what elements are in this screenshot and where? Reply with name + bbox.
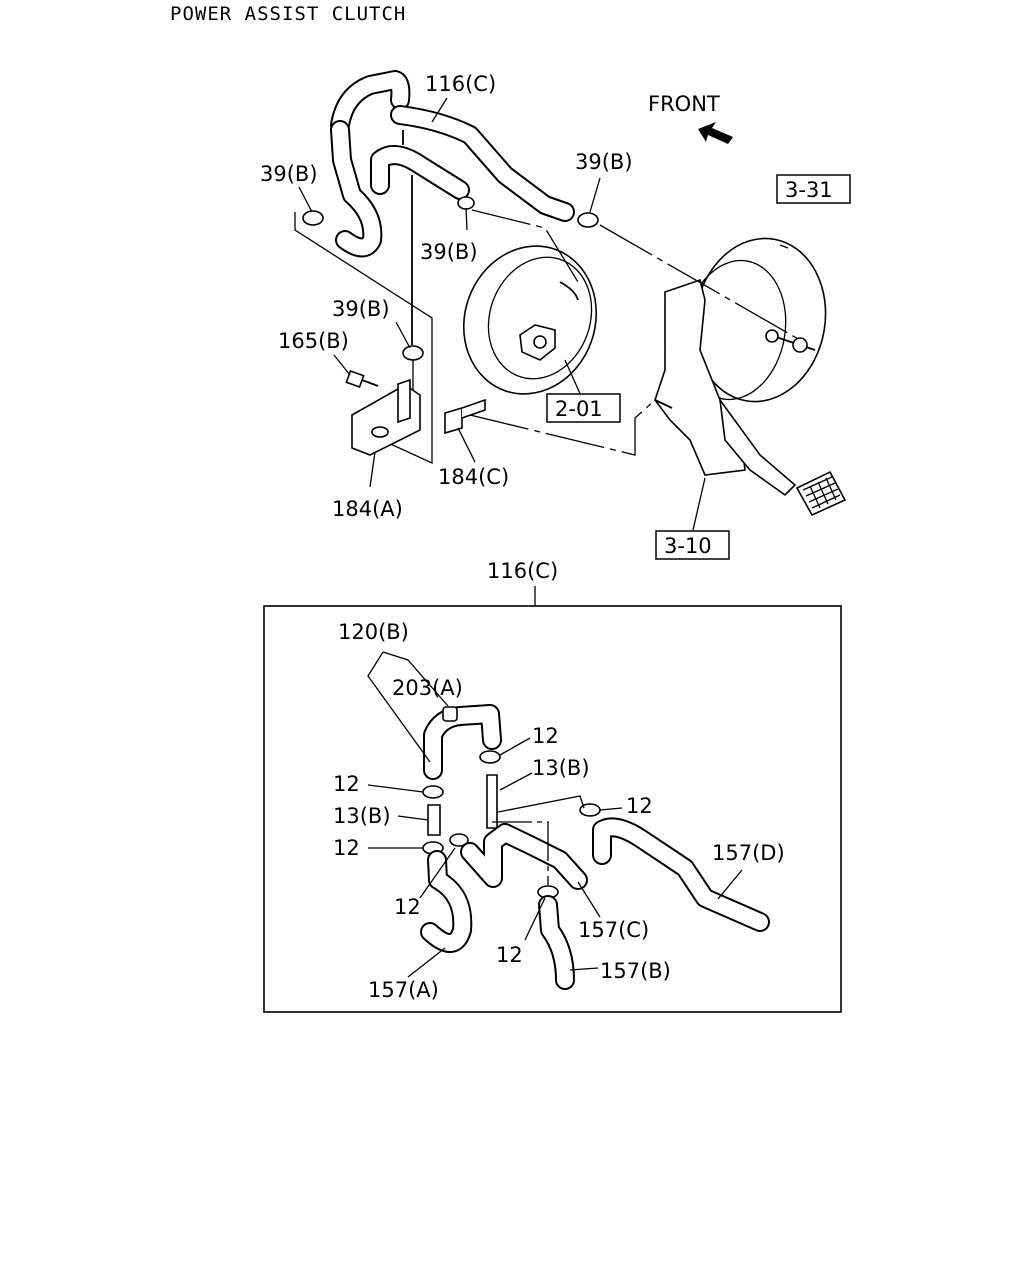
- bracket-184a: [351, 378, 421, 456]
- clip-39b-right: [577, 212, 599, 228]
- label-12-b: 12: [532, 724, 559, 748]
- label-157b: 157(B): [600, 959, 671, 983]
- clutch-pedal-bracket: [654, 278, 847, 517]
- bolt-165b: [345, 369, 379, 389]
- inset-title: 116(C): [487, 559, 558, 583]
- clip-12-e: [449, 833, 469, 847]
- label-184a: 184(A): [332, 497, 403, 521]
- inset-leader-lines: [367, 651, 743, 978]
- label-39b-center: 39(B): [420, 240, 478, 264]
- label-157a: 157(A): [368, 978, 439, 1002]
- pipe-13b-left: [427, 804, 441, 836]
- ref-3-10: 3-10: [664, 534, 712, 558]
- upper-hose-assembly: [330, 70, 575, 258]
- pipe-13b-right: [486, 774, 498, 829]
- panel-outline: [294, 212, 433, 465]
- hose-157b: [538, 895, 575, 990]
- hose-157c: [460, 823, 588, 890]
- clip-12-b: [479, 750, 501, 764]
- label-157d: 157(D): [712, 841, 785, 865]
- label-165b: 165(B): [278, 329, 349, 353]
- hose-157d: [592, 817, 770, 932]
- label-12-c: 12: [626, 794, 653, 818]
- clutch-reservoir: [462, 245, 598, 395]
- ref-box-2-01: 2-01: [546, 393, 621, 423]
- bracket-184c: [444, 398, 486, 435]
- label-120b: 120(B): [338, 620, 409, 644]
- ref-box-3-10: 3-10: [655, 530, 730, 560]
- label-157c: 157(C): [578, 918, 649, 942]
- clip-39b-left: [302, 210, 324, 226]
- label-13b-right: 13(B): [532, 756, 590, 780]
- ref-2-01: 2-01: [555, 397, 603, 421]
- label-12-e: 12: [394, 895, 421, 919]
- front-label: FRONT: [648, 92, 720, 116]
- ref-3-31: 3-31: [785, 178, 833, 202]
- ref-box-3-31: 3-31: [776, 174, 851, 204]
- front-arrow-icon: [698, 122, 733, 144]
- hose-157a: [420, 850, 473, 953]
- clip-39b-center: [457, 196, 475, 210]
- label-12-f: 12: [496, 943, 523, 967]
- label-39b-mid: 39(B): [332, 297, 390, 321]
- cap-203a: [442, 706, 458, 722]
- label-13b-left: 13(B): [333, 804, 391, 828]
- label-203a: 203(A): [392, 676, 463, 700]
- label-12-d: 12: [333, 836, 360, 860]
- upper-leader-lines: [298, 97, 801, 531]
- label-12-a: 12: [333, 772, 360, 796]
- label-39b-left: 39(B): [260, 162, 318, 186]
- clip-39b-mid: [402, 345, 424, 361]
- label-39b-right: 39(B): [575, 150, 633, 174]
- inset-frame: [263, 605, 842, 1013]
- clip-12-a: [422, 785, 444, 799]
- label-116c-top: 116(C): [425, 72, 496, 96]
- diagram-title: POWER ASSIST CLUTCH: [170, 3, 407, 25]
- label-184c: 184(C): [438, 465, 509, 489]
